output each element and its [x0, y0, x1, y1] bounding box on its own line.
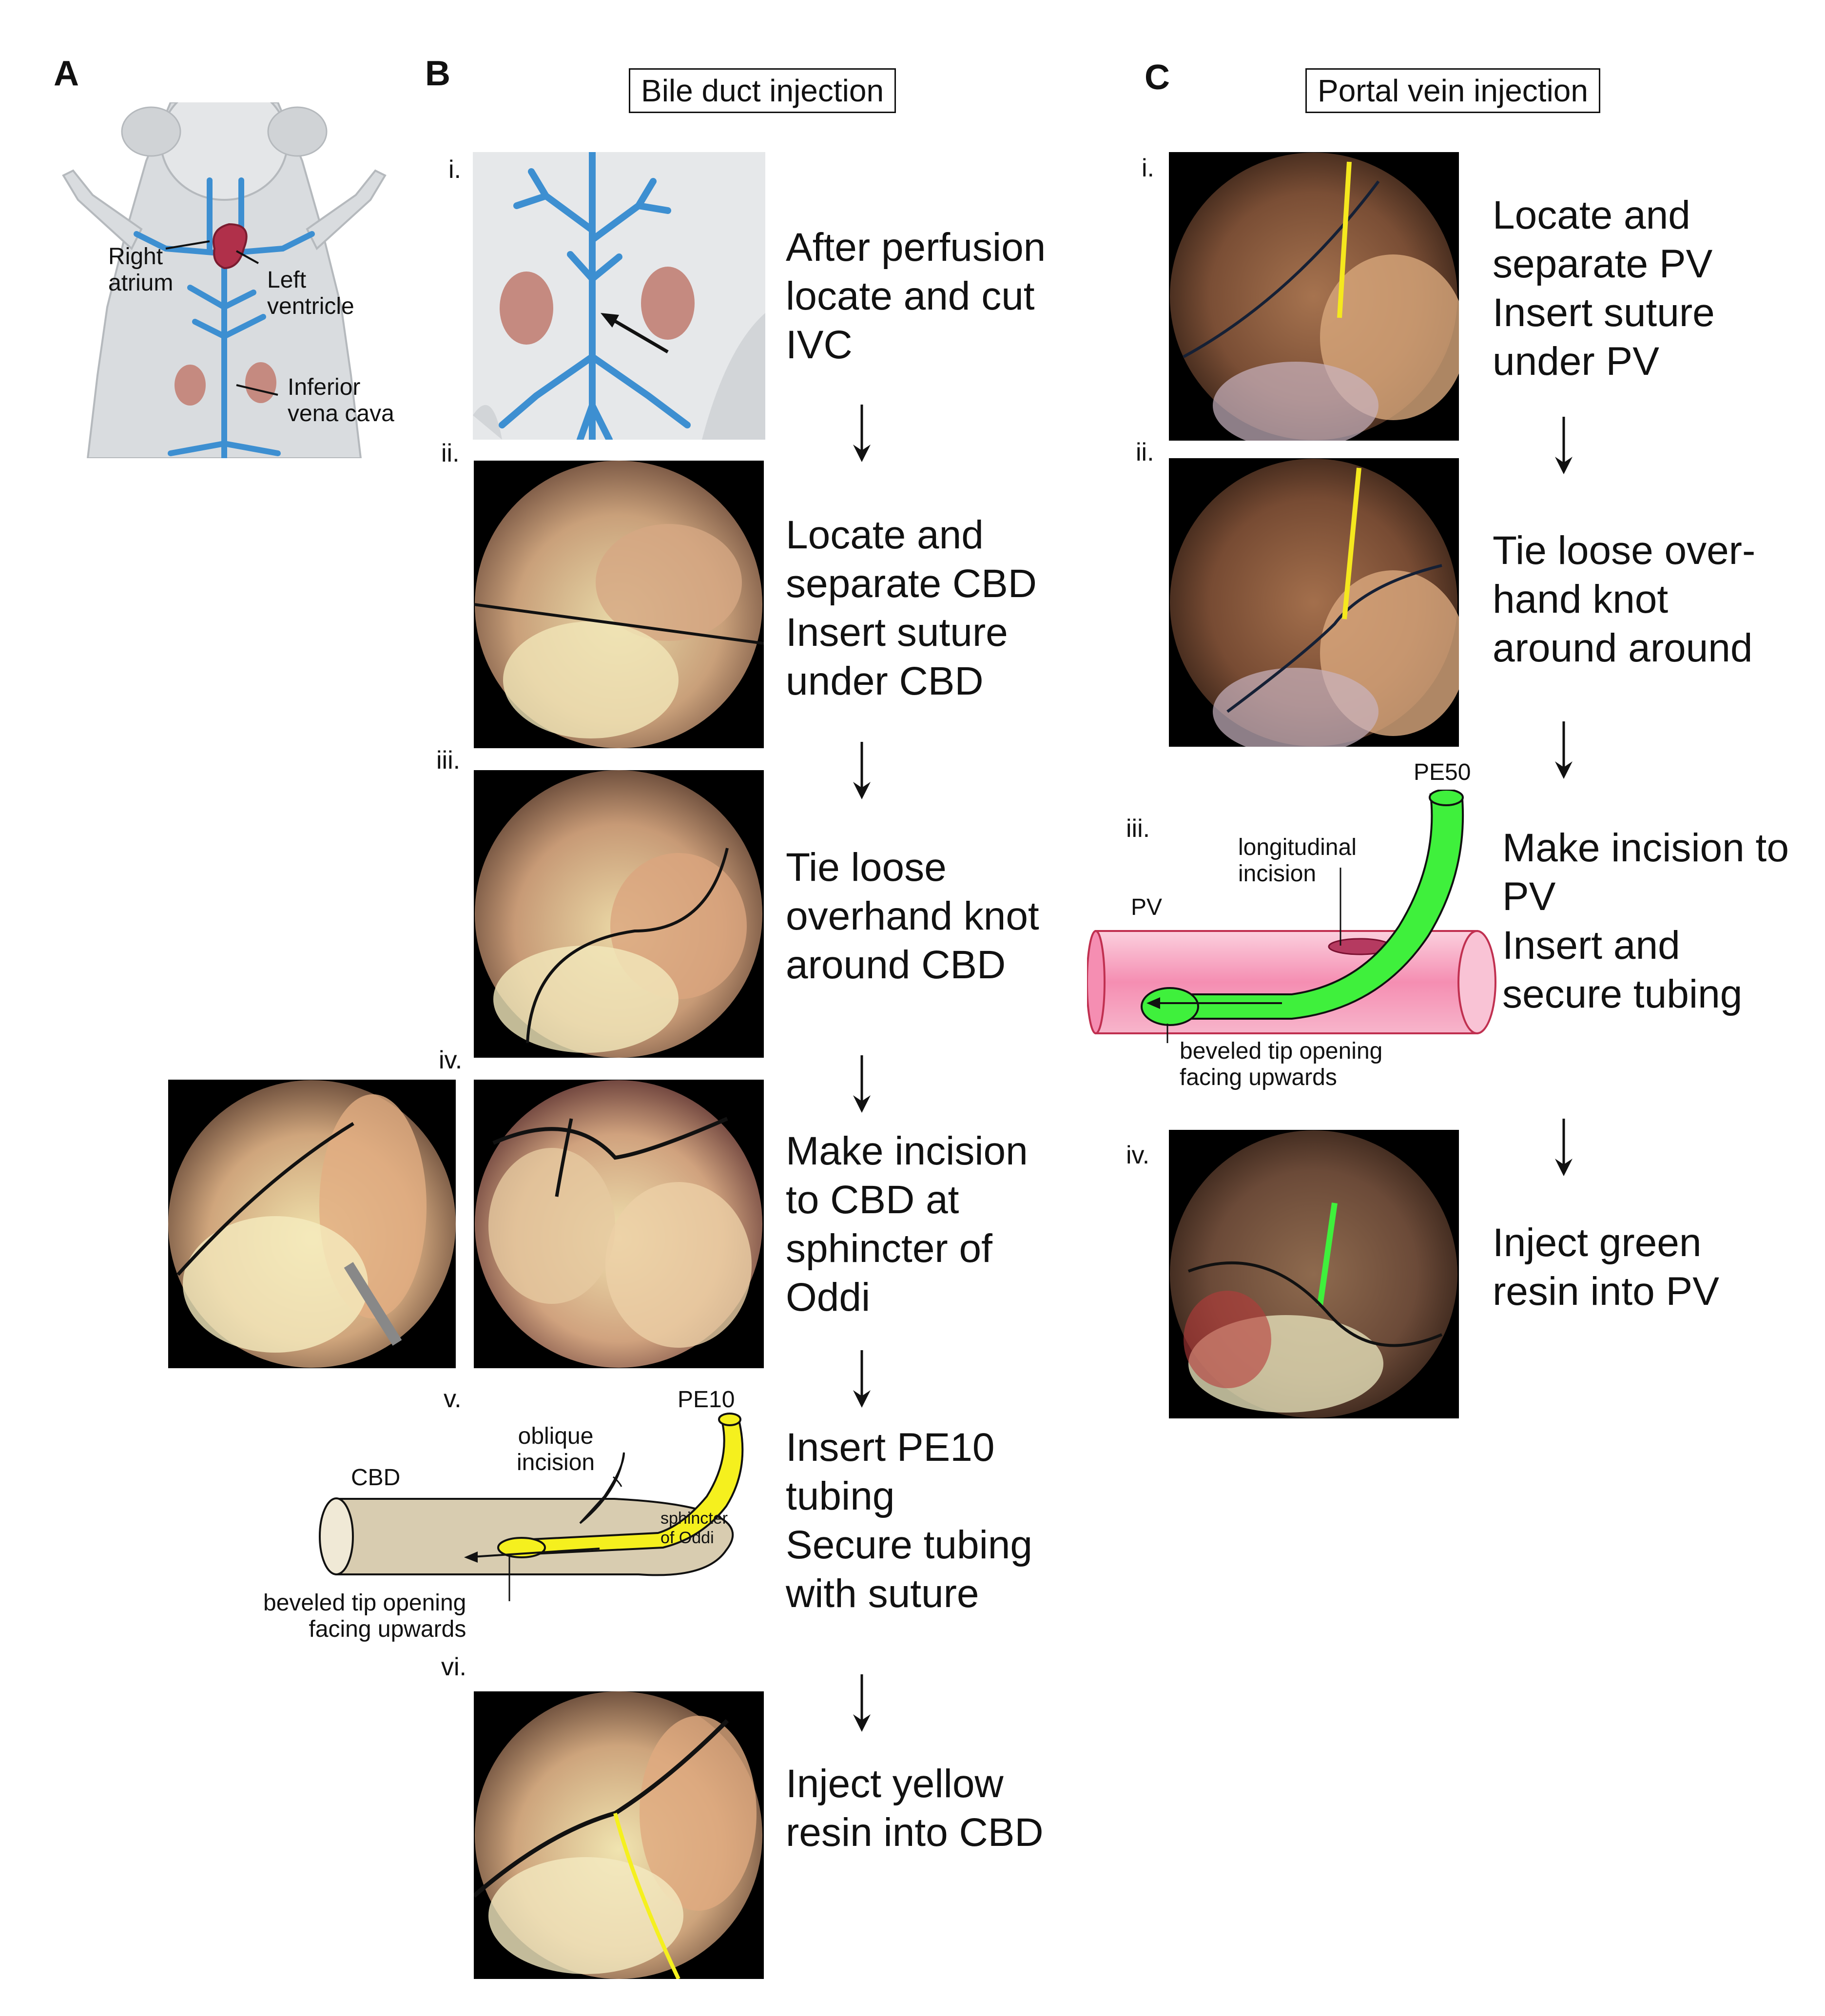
c-arrow-3 [1555, 1119, 1573, 1176]
pv-label: PV [1131, 894, 1163, 920]
b-step-1-text: After perfusion locate and cut IVC [786, 225, 1046, 367]
b-roman-i: i. [448, 155, 461, 184]
oblique-incision-label: oblique incision [517, 1423, 595, 1475]
panel-c-letter: C [1145, 58, 1170, 97]
panel-b-letter: B [425, 54, 450, 93]
pe50-label: PE50 [1414, 759, 1471, 785]
left-ventricle-label: Left ventricle [267, 267, 354, 319]
c-step-3-text: Make incision to PV Insert and secure tu… [1502, 826, 1789, 1016]
b-arrow-3 [853, 1055, 871, 1113]
cbd-label: CBD [351, 1465, 401, 1491]
bile-duct-injection-title: Bile duct injection [629, 68, 896, 113]
b-step-5-text: Insert PE10 tubing Secure tubing with su… [786, 1425, 1033, 1616]
c-arrow-1 [1555, 417, 1573, 474]
b-step-2-text: Locate and separate CBD Insert suture un… [786, 513, 1037, 703]
c-step-1-text: Locate and separate PV Insert suture und… [1493, 193, 1715, 384]
b-roman-iv: iv. [439, 1046, 463, 1074]
pv-photo-ii [1169, 458, 1459, 747]
b-roman-iii: iii. [436, 746, 461, 775]
b-roman-vi: vi. [441, 1653, 466, 1681]
b-arrow-4 [853, 1350, 871, 1408]
pv-photo-iv [1169, 1130, 1459, 1418]
c-arrow-2 [1555, 721, 1573, 779]
c-step-4-text: Inject green resin into PV [1493, 1221, 1719, 1314]
b-beveled-tip-label: beveled tip opening facing upwards [263, 1590, 466, 1642]
cbd-photo-iii [474, 770, 764, 1058]
portal-vein-injection-title: Portal vein injection [1305, 68, 1600, 113]
b-arrow-5 [853, 1674, 871, 1732]
right-atrium-label: Right atrium [108, 244, 174, 296]
b-step-3-text: Tie loose overhand knot around CBD [786, 845, 1039, 987]
cbd-photo-ii [474, 461, 764, 748]
cbd-cannulation-diagram [319, 1413, 744, 1601]
sphincter-of-oddi-label: sphincter of Oddi [660, 1509, 728, 1547]
b-roman-ii: ii. [441, 439, 460, 467]
b-step-4-text: Make incision to CBD at sphincter of Odd… [786, 1129, 1028, 1319]
pv-cannulation-diagram [1087, 790, 1496, 1043]
cbd-photo-iv-right [474, 1080, 764, 1368]
pe10-label: PE10 [678, 1387, 735, 1413]
panel-a-letter: A [54, 54, 79, 93]
b-arrow-1 [853, 405, 871, 462]
mouse-anatomy-illustration [62, 102, 387, 458]
cbd-photo-vi [474, 1691, 764, 1979]
pv-photo-i [1169, 152, 1459, 441]
longitudinal-incision-label: longitudinal incision [1238, 834, 1357, 887]
c-roman-iv: iv. [1126, 1141, 1150, 1169]
ivc-illustration [473, 152, 765, 440]
c-roman-ii: ii. [1136, 438, 1154, 466]
ivc-label: Inferior vena cava [288, 374, 394, 426]
b-step-6-text: Inject yellow resin into CBD [786, 1762, 1044, 1855]
cbd-photo-iv-left [168, 1080, 456, 1368]
b-roman-v: v. [444, 1385, 462, 1413]
c-roman-i: i. [1142, 154, 1154, 182]
c-beveled-tip-label: beveled tip opening facing upwards [1180, 1038, 1383, 1090]
c-step-2-text: Tie loose over- hand knot around around [1493, 528, 1756, 670]
c-roman-iii: iii. [1126, 814, 1150, 843]
b-arrow-2 [853, 742, 871, 799]
